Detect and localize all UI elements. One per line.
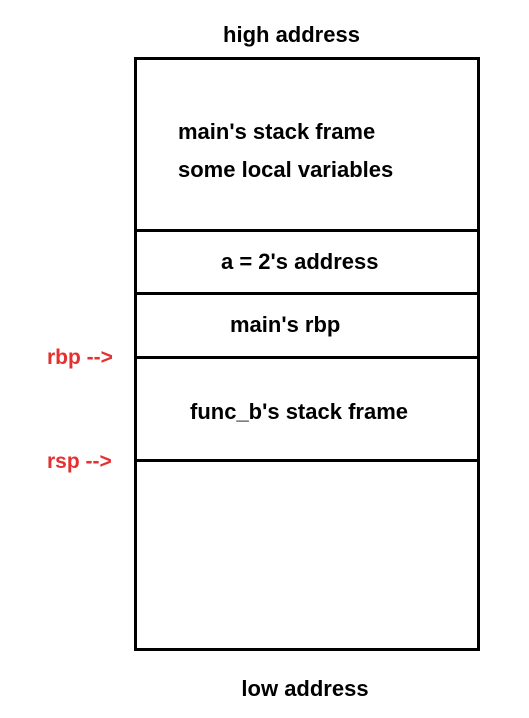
stack-divider	[134, 292, 480, 295]
func-b-stack-frame-cell: func_b's stack frame	[190, 393, 408, 431]
high-address-label: high address	[223, 22, 360, 47]
rsp-pointer: rsp -->	[47, 450, 112, 473]
low-address-label: low address	[241, 676, 369, 701]
cell-line: a = 2's address	[221, 249, 379, 274]
stack-divider	[134, 229, 480, 232]
stack-divider	[134, 459, 480, 462]
cell-line: func_b's stack frame	[190, 399, 408, 424]
stack-divider	[134, 356, 480, 359]
cell-line: main's rbp	[230, 312, 341, 337]
rbp-pointer: rbp -->	[47, 346, 113, 369]
saved-rbp-cell: main's rbp	[230, 306, 340, 344]
main-stack-frame-cell: main's stack frame some local variables	[178, 113, 393, 189]
cell-line: some local variables	[178, 157, 394, 182]
return-address-cell: a = 2's address	[221, 243, 379, 281]
cell-line: main's stack frame	[178, 119, 376, 144]
stack-diagram	[134, 57, 480, 651]
